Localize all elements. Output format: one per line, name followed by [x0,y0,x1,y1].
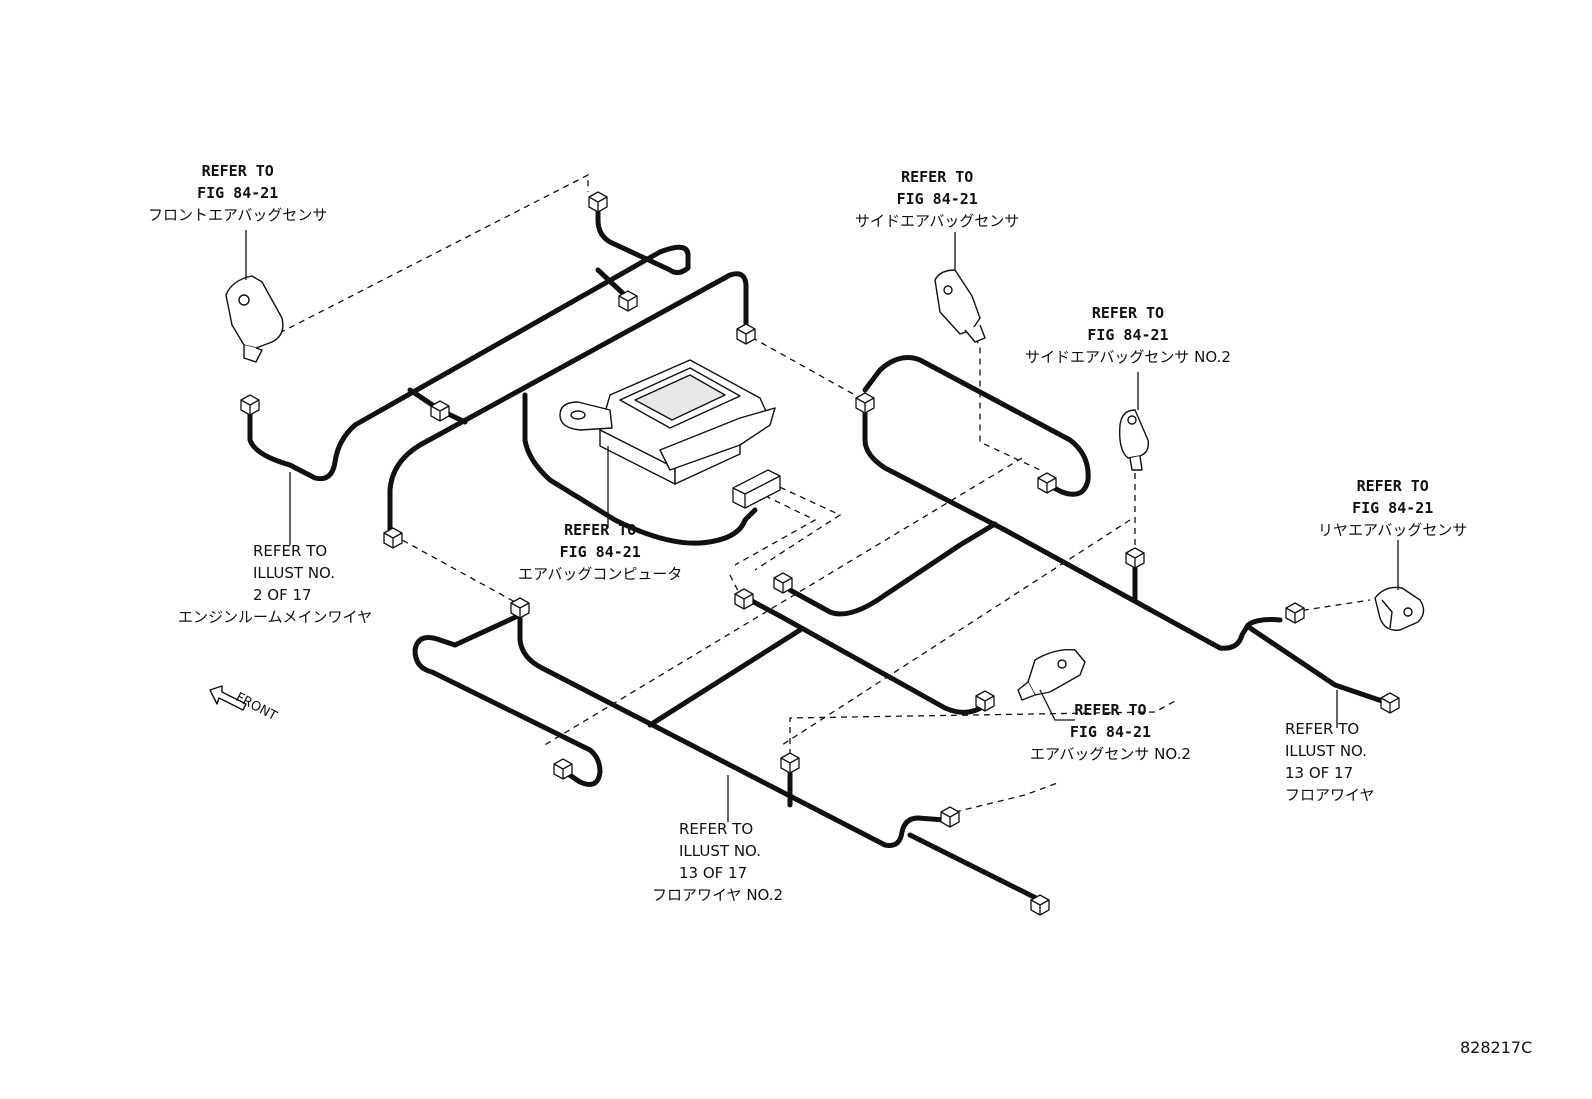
connector [975,690,995,712]
label-line: REFER TO [1356,477,1429,495]
connector [553,758,573,780]
label-line: 2 OF 17 [253,586,312,604]
airbag-computer-part [559,359,776,528]
label-line: ILLUST NO. [679,842,762,860]
label-leaders [289,472,1338,822]
label-line: FIG 84-21 [197,184,279,202]
connector [1030,894,1050,916]
label-line: 13 OF 17 [1285,764,1354,782]
connector [773,572,793,594]
label-line: FIG 84-21 [1069,723,1152,741]
connector [1285,602,1305,624]
side-airbag-sensor-label: REFER TO FIG 84-21 サイドエアバッグセンサ [855,166,1019,232]
connector [1125,547,1145,569]
label-line: リヤエアバッグセンサ [1318,521,1468,539]
connector [1380,692,1400,714]
rear-airbag-sensor-part [1374,540,1425,631]
connector [430,400,450,422]
label-line: フロアワイヤ [1285,786,1375,804]
label-line: FIG 84-21 [1352,499,1434,517]
label-line: REFER TO [1091,304,1165,322]
side-airbag-sensor-no2-part [1118,372,1150,471]
label-line: REFER TO [201,162,274,180]
label-line: REFER TO [679,820,754,838]
label-line: REFER TO [1285,720,1360,738]
label-line: エアバッグコンピュータ [518,565,683,583]
airbag-sensor-no2-label: REFER TO FIG 84-21 エアバッグセンサ NO.2 [1030,699,1191,765]
label-line: REFER TO [1074,701,1147,719]
connector [1037,472,1057,494]
label-line: ILLUST NO. [1285,742,1368,760]
computer-connector [732,469,781,509]
floor-wire-label: REFER TO ILLUST NO. 13 OF 17 フロアワイヤ [1285,718,1375,806]
label-line: フロアワイヤ NO.2 [652,886,784,904]
label-line: エンジンルームメインワイヤ [178,608,373,626]
connector [940,806,960,828]
label-line: REFER TO [564,521,637,539]
label-line: FIG 84-21 [559,543,641,561]
connector [855,392,875,414]
connector [734,588,754,610]
label-line: REFER TO [253,542,328,560]
front-airbag-sensor-part [225,230,284,363]
label-line: 13 OF 17 [679,864,748,882]
connectors [240,191,1400,916]
label-line: ILLUST NO. [253,564,336,582]
engine-room-main-wire-label: REFER TO ILLUST NO. 2 OF 17 エンジンルームメインワイ… [178,540,372,628]
floor-wire-no2-label: REFER TO ILLUST NO. 13 OF 17 フロアワイヤ NO.2 [652,818,783,906]
floor-wire-harness [787,355,1388,705]
connector [510,597,530,619]
connector [383,527,403,549]
engine-room-main-wire-harness [247,207,758,546]
arrow-left-outline-icon [209,685,247,711]
airbag-computer-label: REFER TO FIG 84-21 エアバッグコンピュータ [518,519,682,585]
label-line: FIG 84-21 [896,190,978,208]
label-line: サイドエアバッグセンサ [855,212,1020,230]
connector [780,752,800,774]
connector [618,290,638,312]
label-line: REFER TO [901,168,974,186]
front-airbag-sensor-label: REFER TO FIG 84-21 フロントエアバッグセンサ [148,160,327,226]
label-line: FIG 84-21 [1087,326,1169,344]
catalog-number: 828217C [1460,1038,1533,1057]
label-line: フロントエアバッグセンサ [148,206,328,224]
connector [588,191,608,213]
label-line: エアバッグセンサ NO.2 [1030,745,1191,763]
label-line: サイドエアバッグセンサ NO.2 [1025,348,1231,366]
rear-airbag-sensor-label: REFER TO FIG 84-21 リヤエアバッグセンサ [1318,475,1467,541]
connector [736,323,756,345]
connector [240,394,260,416]
side-airbag-sensor-no2-label: REFER TO FIG 84-21 サイドエアバッグセンサ NO.2 [1025,302,1231,368]
side-airbag-sensor-part [934,232,986,343]
airbag-sensor-no2-part [1017,649,1086,721]
dashed-connection-lines [249,173,1371,813]
